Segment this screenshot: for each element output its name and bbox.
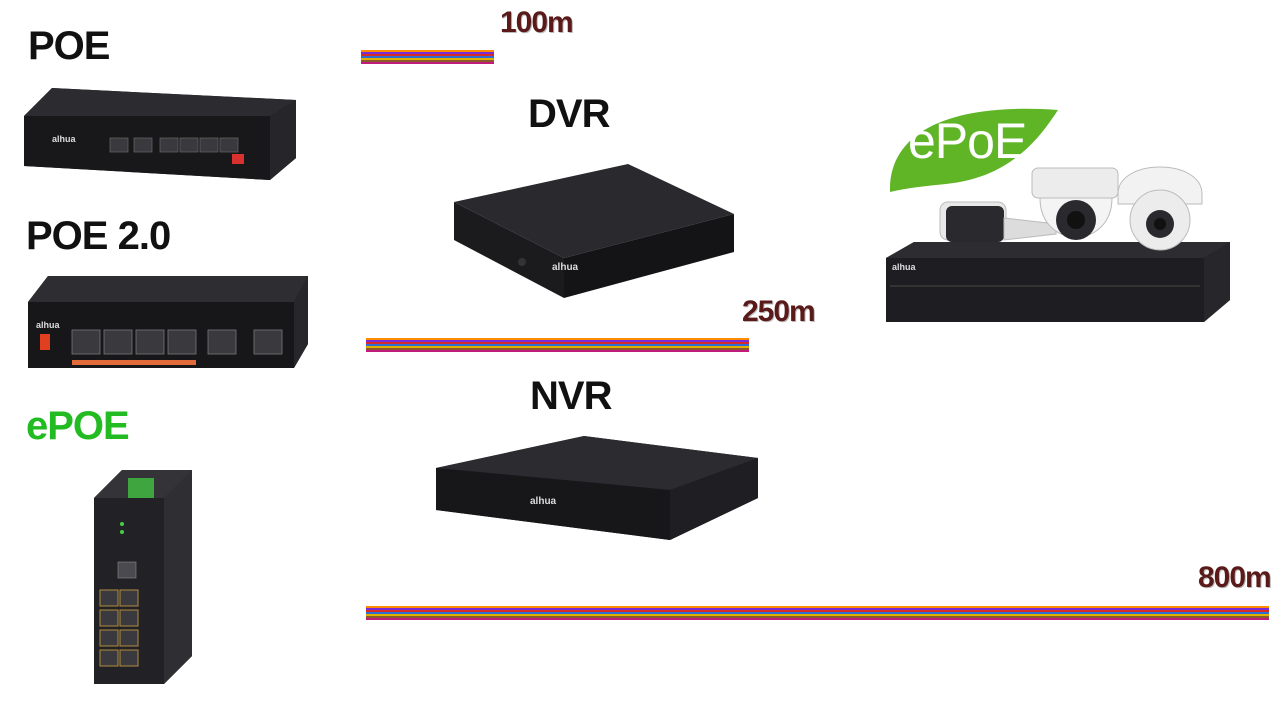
distance-250m-label: 250m xyxy=(742,295,816,328)
svg-text:alhua: alhua xyxy=(530,496,557,507)
recorder-image: alhua xyxy=(884,240,1234,332)
distance-100m-label: 100m xyxy=(500,6,574,39)
epoe-leaf-logo: ePoE xyxy=(886,94,1060,202)
nvr-image: alhua xyxy=(434,434,762,544)
svg-text:alhua: alhua xyxy=(52,134,77,144)
poe2-label: POE 2.0 xyxy=(26,214,171,258)
poe-switch-image: alhua xyxy=(22,86,300,182)
dvr-image: alhua xyxy=(452,162,736,302)
cable-800m xyxy=(366,606,1269,620)
epoe-label: ePOE xyxy=(26,404,130,448)
svg-text:alhua: alhua xyxy=(552,262,579,273)
bullet-camera-image xyxy=(938,194,1058,256)
svg-text:alhua: alhua xyxy=(892,262,917,272)
nvr-label: NVR xyxy=(530,374,612,418)
eyeball-camera-image xyxy=(1114,164,1206,254)
distance-800m-label: 800m xyxy=(1198,561,1272,594)
poe-label: POE xyxy=(28,24,110,68)
epoe-logo-text: ePoE xyxy=(908,113,1027,169)
dvr-label: DVR xyxy=(528,92,610,136)
cable-100m xyxy=(361,50,494,64)
epoe-switch-image xyxy=(92,466,196,688)
dome-camera-image xyxy=(1028,164,1124,252)
svg-text:alhua: alhua xyxy=(36,320,61,330)
cable-250m xyxy=(366,338,749,352)
poe2-switch-image: alhua xyxy=(26,274,312,372)
